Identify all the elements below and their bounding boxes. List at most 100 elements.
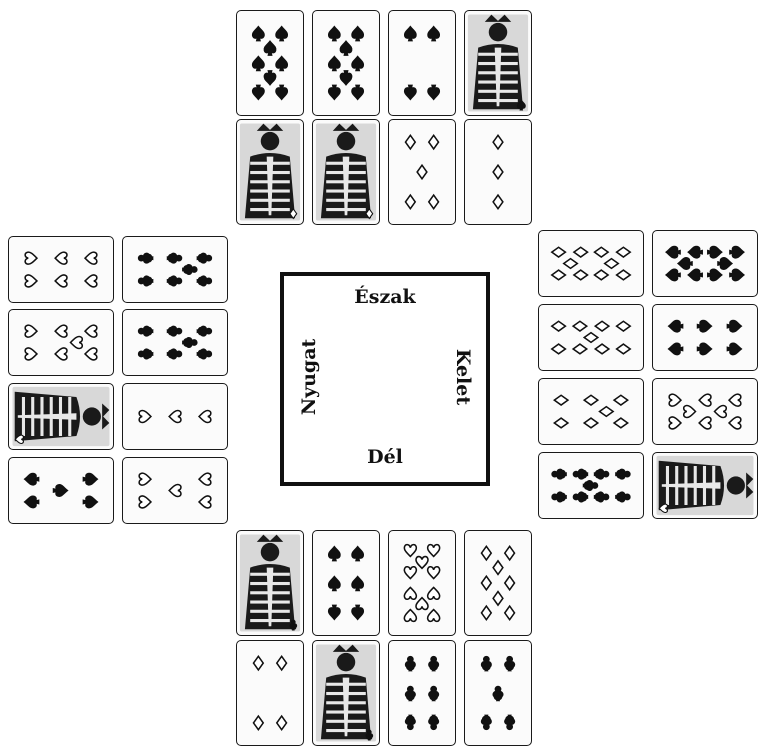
playing-card-7-of-hearts[interactable]	[8, 309, 114, 376]
hearts-pip-icon	[729, 394, 741, 406]
playing-card-4-of-diamonds[interactable]	[236, 640, 304, 746]
playing-card-q-of-spades[interactable]	[464, 10, 532, 116]
diamonds-pip-icon	[254, 716, 264, 730]
playing-card-7-of-diamonds[interactable]	[538, 378, 644, 445]
playing-card-q-of-diamonds[interactable]	[312, 119, 380, 225]
playing-card-6-of-clubs[interactable]	[388, 640, 456, 746]
playing-card-3-of-diamonds[interactable]	[464, 119, 532, 225]
diamonds-pip-icon	[552, 344, 566, 354]
diamonds-pip-icon	[584, 418, 598, 428]
playing-card-8-of-hearts[interactable]	[652, 378, 758, 445]
spades-pip-icon	[328, 85, 340, 100]
spades-pip-icon	[730, 269, 745, 281]
playing-card-8-of-spades[interactable]	[236, 10, 304, 116]
hearts-pip-icon	[85, 348, 97, 360]
clubs-pip-icon	[138, 253, 153, 263]
spades-pip-icon	[83, 473, 98, 485]
clubs-pip-icon	[405, 686, 415, 701]
diamonds-pip-icon	[595, 344, 609, 354]
diamonds-pip-icon	[417, 165, 427, 179]
hearts-pip-icon	[25, 348, 37, 360]
hearts-pip-icon	[25, 275, 37, 287]
diamonds-pip-icon	[617, 344, 631, 354]
diamonds-pip-icon	[595, 321, 609, 331]
playing-card-9-of-diamonds[interactable]	[538, 304, 644, 371]
diamonds-pip-icon	[594, 247, 608, 257]
clubs-pip-icon	[197, 276, 212, 286]
playing-card-5-of-spades[interactable]	[8, 457, 114, 524]
diamonds-pip-icon	[584, 395, 598, 405]
diamonds-pip-icon	[493, 561, 503, 575]
clubs-pip-icon	[197, 349, 212, 359]
playing-card-4-of-spades[interactable]	[388, 10, 456, 116]
playing-card-k-of-hearts[interactable]	[652, 452, 758, 519]
hearts-pip-icon	[684, 405, 696, 417]
table-center: Észak Nyugat Kelet Dél	[280, 272, 490, 486]
spades-pip-icon	[328, 605, 340, 620]
spades-pip-icon	[328, 546, 340, 561]
playing-card-8-of-spades[interactable]	[312, 10, 380, 116]
diamonds-pip-icon	[573, 321, 587, 331]
clubs-pip-icon	[197, 253, 212, 263]
playing-card-5-of-hearts[interactable]	[122, 457, 228, 524]
spades-pip-icon	[352, 605, 364, 620]
clubs-pip-icon	[405, 715, 415, 730]
spades-pip-icon	[404, 26, 416, 41]
diamonds-pip-icon	[552, 321, 566, 331]
diamonds-pip-icon	[573, 344, 587, 354]
hearts-pip-icon	[699, 417, 711, 429]
diamonds-pip-icon	[600, 407, 614, 417]
spades-pip-icon	[730, 246, 745, 258]
playing-card-9-of-clubs[interactable]	[538, 452, 644, 519]
playing-card-j-of-diamonds[interactable]	[236, 119, 304, 225]
spades-pip-icon	[24, 473, 39, 485]
clubs-pip-icon	[183, 337, 198, 347]
clubs-pip-icon	[616, 469, 631, 479]
clubs-pip-icon	[167, 276, 182, 286]
diamonds-pip-icon	[505, 576, 515, 590]
playing-card-10-of-hearts[interactable]	[388, 530, 456, 636]
playing-card-6-of-hearts[interactable]	[8, 236, 114, 303]
diamonds-pip-icon	[617, 270, 631, 280]
diamonds-pip-icon	[493, 135, 503, 149]
playing-card-10-of-diamonds[interactable]	[538, 230, 644, 297]
hearts-pip-icon	[55, 252, 67, 264]
hearts-pip-icon	[71, 336, 83, 348]
playing-card-7-of-clubs[interactable]	[122, 309, 228, 376]
playing-card-q-of-clubs[interactable]	[312, 640, 380, 746]
diamonds-pip-icon	[482, 606, 492, 620]
hearts-pip-icon	[199, 496, 211, 508]
playing-card-5-of-diamonds[interactable]	[388, 119, 456, 225]
hearts-pip-icon	[404, 587, 416, 599]
playing-card-7-of-clubs[interactable]	[122, 236, 228, 303]
diamonds-pip-icon	[493, 165, 503, 179]
spades-pip-icon	[53, 485, 68, 497]
diamonds-pip-icon	[614, 418, 628, 428]
playing-card-k-of-clubs[interactable]	[236, 530, 304, 636]
playing-card-3-of-hearts[interactable]	[122, 383, 228, 450]
spades-pip-icon	[727, 320, 742, 332]
spades-pip-icon	[252, 26, 264, 41]
north-label: Észak	[284, 286, 486, 308]
playing-card-k-of-hearts[interactable]	[8, 383, 114, 450]
playing-card-6-of-spades[interactable]	[312, 530, 380, 636]
hearts-pip-icon	[55, 275, 67, 287]
spades-pip-icon	[708, 269, 723, 281]
clubs-pip-icon	[138, 276, 153, 286]
playing-card-10-of-spades[interactable]	[652, 230, 758, 297]
diamonds-pip-icon	[482, 546, 492, 560]
playing-card-5-of-clubs[interactable]	[464, 640, 532, 746]
diamonds-pip-icon	[574, 247, 588, 257]
hearts-pip-icon	[25, 325, 37, 337]
spades-pip-icon	[352, 85, 364, 100]
hearts-pip-icon	[404, 610, 416, 622]
clubs-pip-icon	[429, 686, 439, 701]
playing-card-6-of-spades[interactable]	[652, 304, 758, 371]
hearts-pip-icon	[169, 484, 181, 496]
playing-card-8-of-diamonds[interactable]	[464, 530, 532, 636]
spades-pip-icon	[276, 56, 288, 71]
clubs-pip-icon	[505, 656, 515, 671]
hearts-pip-icon	[428, 567, 440, 579]
hearts-pip-icon	[139, 496, 151, 508]
spades-pip-icon	[727, 343, 742, 355]
